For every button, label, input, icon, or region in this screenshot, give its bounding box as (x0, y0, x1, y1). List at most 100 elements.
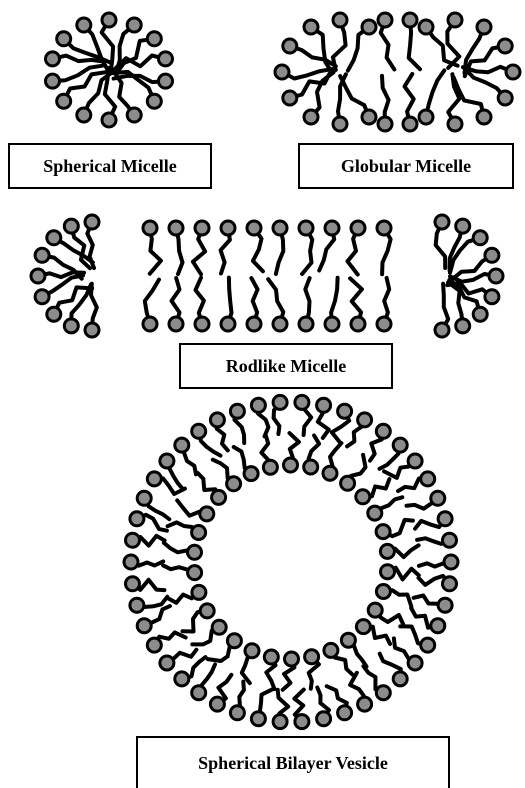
surfactant-head (304, 110, 318, 124)
surfactant-head (283, 91, 297, 105)
surfactant-head (64, 219, 78, 233)
surfactant-head (403, 13, 417, 27)
surfactant-head (498, 39, 512, 53)
surfactant-head (264, 650, 278, 664)
surfactant-head (381, 565, 395, 579)
surfactant-head (47, 231, 61, 245)
surfactant-head (376, 585, 390, 599)
spherical-micelle-drawing (46, 13, 173, 127)
surfactant-head (378, 13, 392, 27)
surfactant-head (341, 476, 355, 490)
bilayer-vesicle-label: Spherical Bilayer Vesicle (136, 736, 450, 788)
surfactant-head (275, 65, 289, 79)
surfactant-head (230, 404, 244, 418)
surfactant-head (473, 307, 487, 321)
surfactant-head (102, 113, 116, 127)
surfactant-head (137, 491, 151, 505)
surfactant-head (188, 566, 202, 580)
surfactant-head (431, 491, 445, 505)
surfactant-head (435, 323, 449, 337)
surfactant-head (147, 638, 161, 652)
surfactant-head (77, 18, 91, 32)
surfactant-head (285, 652, 299, 666)
surfactant-head (408, 454, 422, 468)
surfactant-head (489, 269, 503, 283)
surfactant-head (419, 20, 433, 34)
surfactant-head (443, 577, 457, 591)
surfactant-head (299, 221, 313, 235)
surfactant-head (200, 604, 214, 618)
surfactant-head (273, 395, 287, 409)
surfactant-head (102, 13, 116, 27)
surfactant-head (356, 490, 370, 504)
surfactant-head (485, 248, 499, 262)
surfactant-head (295, 715, 309, 729)
surfactant-head (169, 317, 183, 331)
spherical-micelle-label: Spherical Micelle (8, 143, 212, 189)
surfactant-head (338, 404, 352, 418)
surfactant-head (273, 317, 287, 331)
surfactant-head (126, 533, 140, 547)
surfactant-head (438, 512, 452, 526)
surfactant-head (456, 319, 470, 333)
surfactant-head (393, 672, 407, 686)
surfactant-head (323, 466, 337, 480)
surfactant-head (317, 712, 331, 726)
surfactant-head (130, 598, 144, 612)
surfactant-head (200, 507, 214, 521)
surfactant-head (477, 110, 491, 124)
surfactant-head (192, 526, 206, 540)
surfactant-head (473, 231, 487, 245)
surfactant-head (247, 317, 261, 331)
bilayer-vesicle-drawing (124, 395, 458, 728)
surfactant-head (362, 20, 376, 34)
surfactant-head (356, 620, 370, 634)
surfactant-head (169, 221, 183, 235)
surfactant-head (325, 317, 339, 331)
surfactant-head (210, 697, 224, 711)
surfactant-head (31, 269, 45, 283)
surfactant-head (227, 477, 241, 491)
surfactant-head (227, 634, 241, 648)
surfactant-head (147, 472, 161, 486)
surfactant-head (358, 697, 372, 711)
surfactant-head (305, 650, 319, 664)
surfactant-head (368, 603, 382, 617)
surfactant-head (456, 219, 470, 233)
surfactant-head (376, 424, 390, 438)
surfactant-head (443, 533, 457, 547)
surfactant-head (448, 117, 462, 131)
surfactant-head (304, 460, 318, 474)
surfactant-head (35, 290, 49, 304)
surfactant-head (210, 413, 224, 427)
surfactant-head (362, 110, 376, 124)
surfactant-head (85, 323, 99, 337)
surfactant-head (143, 317, 157, 331)
surfactant-head (46, 52, 60, 66)
surfactant-head (421, 638, 435, 652)
surfactant-head (377, 317, 391, 331)
surfactant-head (175, 438, 189, 452)
surfactant-head (147, 32, 161, 46)
surfactant-head (251, 398, 265, 412)
globular-micelle-label: Globular Micelle (298, 143, 514, 189)
surfactant-head (485, 290, 499, 304)
surfactant-head (64, 319, 78, 333)
surfactant-head (137, 619, 151, 633)
surfactant-head (380, 544, 394, 558)
surfactant-head (431, 619, 445, 633)
surfactant-head (368, 506, 382, 520)
surfactant-head (421, 472, 435, 486)
surfactant-head (333, 13, 347, 27)
surfactant-head (351, 317, 365, 331)
surfactant-head (283, 39, 297, 53)
surfactant-head (244, 467, 258, 481)
surfactant-head (324, 643, 338, 657)
surfactant-head (438, 598, 452, 612)
surfactant-head (221, 221, 235, 235)
surfactant-head (295, 395, 309, 409)
surfactant-head (188, 545, 202, 559)
surfactant-head (143, 221, 157, 235)
surfactant-head (506, 65, 520, 79)
globular-micelle-drawing (275, 13, 520, 131)
